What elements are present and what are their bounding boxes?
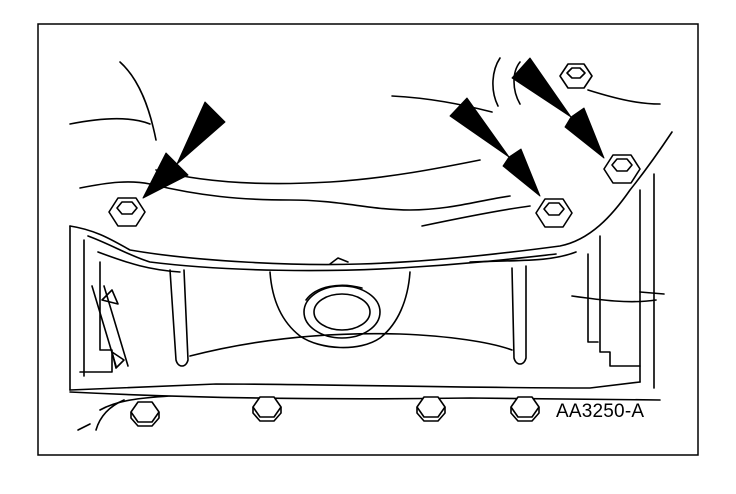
block-contour-top [155, 159, 481, 185]
right-bracket [571, 291, 665, 303]
housing-wall-right [511, 265, 527, 365]
right-rail-step [587, 253, 599, 343]
left-rail-outer [69, 225, 85, 391]
bolt-icon [510, 396, 540, 422]
arrow-icon [511, 57, 605, 159]
diagram-border [37, 23, 699, 456]
bolt-icon [130, 401, 160, 427]
seal-boss [269, 271, 411, 349]
seal-inner-ring [313, 293, 371, 331]
block-contour-left [69, 61, 157, 141]
seal-shading [305, 284, 363, 301]
pan-rail-top [69, 381, 641, 391]
bolt-icon [559, 63, 593, 89]
bolt-icon [603, 154, 641, 184]
right-rail-inner [599, 235, 641, 367]
upper-right-housing [492, 57, 661, 107]
pan-rail-left-lip [77, 399, 125, 431]
figure-id-label: AA3250-A [556, 401, 645, 422]
bolt-icon [535, 198, 573, 228]
block-contour-mid [79, 181, 511, 211]
flange-tab [329, 257, 349, 265]
right-rail-outer [639, 173, 655, 389]
left-clip [101, 289, 125, 369]
arrow-icon [449, 97, 541, 197]
housing-wall-left [169, 269, 189, 367]
block-contour-right [391, 95, 531, 227]
arrow-icon [142, 101, 226, 199]
bolt-icon [108, 197, 146, 227]
cover-flange-lower [97, 251, 577, 273]
cover-flange [69, 131, 673, 266]
bolt-icon [416, 396, 446, 422]
bolt-icon [252, 396, 282, 422]
